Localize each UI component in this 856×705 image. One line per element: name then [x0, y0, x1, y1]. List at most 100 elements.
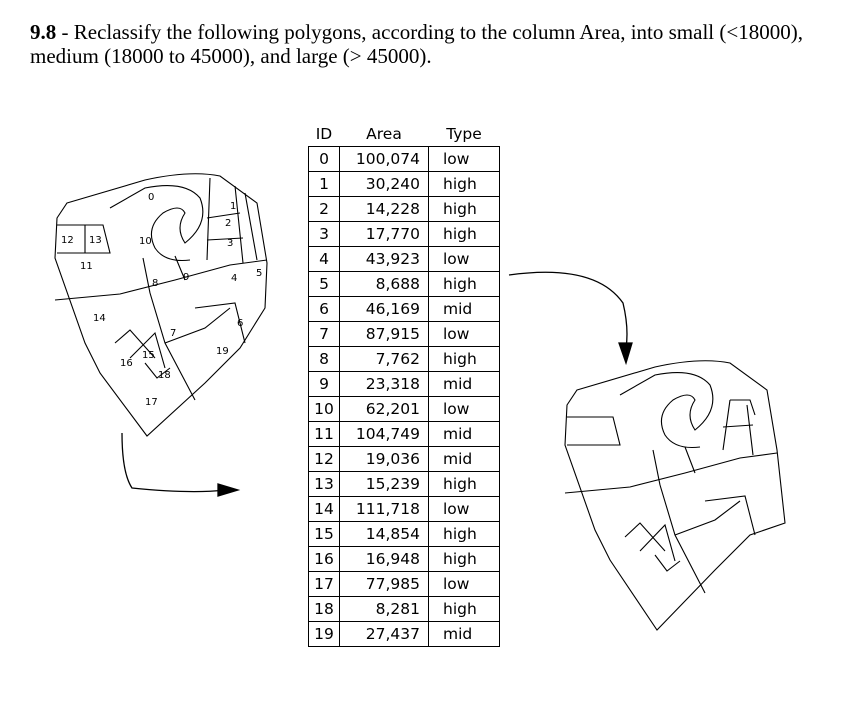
cell-type: mid	[428, 421, 500, 447]
cell-type: high	[428, 596, 500, 622]
label-7: 7	[170, 328, 176, 339]
label-17: 17	[145, 397, 158, 408]
map-outline	[54, 173, 268, 437]
cell-id: 17	[308, 571, 340, 597]
cell-id: 3	[308, 221, 340, 247]
cell-type: low	[428, 496, 500, 522]
label-5: 5	[256, 268, 262, 279]
label-2: 2	[225, 218, 231, 229]
cell-area: 8,281	[339, 596, 429, 622]
label-8: 8	[152, 278, 158, 289]
cell-type: high	[428, 196, 500, 222]
cell-type: high	[428, 546, 500, 572]
label-1: 1	[230, 201, 236, 212]
cell-area: 87,915	[339, 321, 429, 347]
cell-area: 17,770	[339, 221, 429, 247]
cell-id: 7	[308, 321, 340, 347]
cell-id: 5	[308, 271, 340, 297]
cell-area: 30,240	[339, 171, 429, 197]
header-type: Type	[446, 124, 482, 143]
cell-id: 19	[308, 621, 340, 647]
cell-id: 13	[308, 471, 340, 497]
cell-id: 6	[308, 296, 340, 322]
cell-area: 77,985	[339, 571, 429, 597]
cell-id: 9	[308, 371, 340, 397]
cell-id: 0	[308, 146, 340, 172]
cell-type: mid	[428, 371, 500, 397]
right-polygon-map	[555, 355, 790, 635]
label-6: 6	[237, 318, 243, 329]
cell-type: high	[428, 221, 500, 247]
label-13: 13	[89, 235, 102, 246]
label-18: 18	[158, 370, 171, 381]
cell-id: 14	[308, 496, 340, 522]
result-map-outline	[564, 360, 786, 631]
cell-id: 4	[308, 246, 340, 272]
cell-area: 100,074	[339, 146, 429, 172]
cell-type: high	[428, 471, 500, 497]
cell-type: high	[428, 171, 500, 197]
cell-id: 11	[308, 421, 340, 447]
cell-area: 14,854	[339, 521, 429, 547]
cell-area: 23,318	[339, 371, 429, 397]
arrow-to-result-map	[505, 263, 640, 373]
question-text: 9.8 - Reclassify the following polygons,…	[30, 20, 830, 68]
cell-area: 46,169	[339, 296, 429, 322]
label-15: 15	[142, 350, 155, 361]
arrow-to-table	[112, 428, 247, 508]
cell-type: low	[428, 396, 500, 422]
left-polygon-map: 0 1 2 3 4 5 6 7 8 9 10 11 12 13 14 15 16…	[45, 168, 285, 443]
cell-area: 14,228	[339, 196, 429, 222]
cell-area: 19,036	[339, 446, 429, 472]
label-4: 4	[231, 273, 237, 284]
cell-type: mid	[428, 446, 500, 472]
cell-area: 111,718	[339, 496, 429, 522]
label-16: 16	[120, 358, 133, 369]
cell-type: low	[428, 321, 500, 347]
cell-id: 2	[308, 196, 340, 222]
label-0: 0	[148, 192, 154, 203]
cell-type: mid	[428, 621, 500, 647]
cell-id: 18	[308, 596, 340, 622]
cell-type: high	[428, 521, 500, 547]
label-19: 19	[216, 346, 229, 357]
cell-type: low	[428, 146, 500, 172]
cell-id: 15	[308, 521, 340, 547]
cell-area: 104,749	[339, 421, 429, 447]
cell-area: 7,762	[339, 346, 429, 372]
cell-area: 15,239	[339, 471, 429, 497]
cell-type: high	[428, 271, 500, 297]
cell-type: mid	[428, 296, 500, 322]
question-number: 9.8	[30, 20, 57, 44]
header-id: ID	[315, 124, 333, 143]
cell-id: 8	[308, 346, 340, 372]
cell-area: 16,948	[339, 546, 429, 572]
label-9: 9	[183, 272, 189, 283]
question-body: Reclassify the following polygons, accor…	[30, 20, 803, 68]
label-10: 10	[139, 236, 152, 247]
cell-id: 12	[308, 446, 340, 472]
label-12: 12	[61, 235, 74, 246]
label-3: 3	[227, 238, 233, 249]
cell-type: low	[428, 246, 500, 272]
cell-type: high	[428, 346, 500, 372]
